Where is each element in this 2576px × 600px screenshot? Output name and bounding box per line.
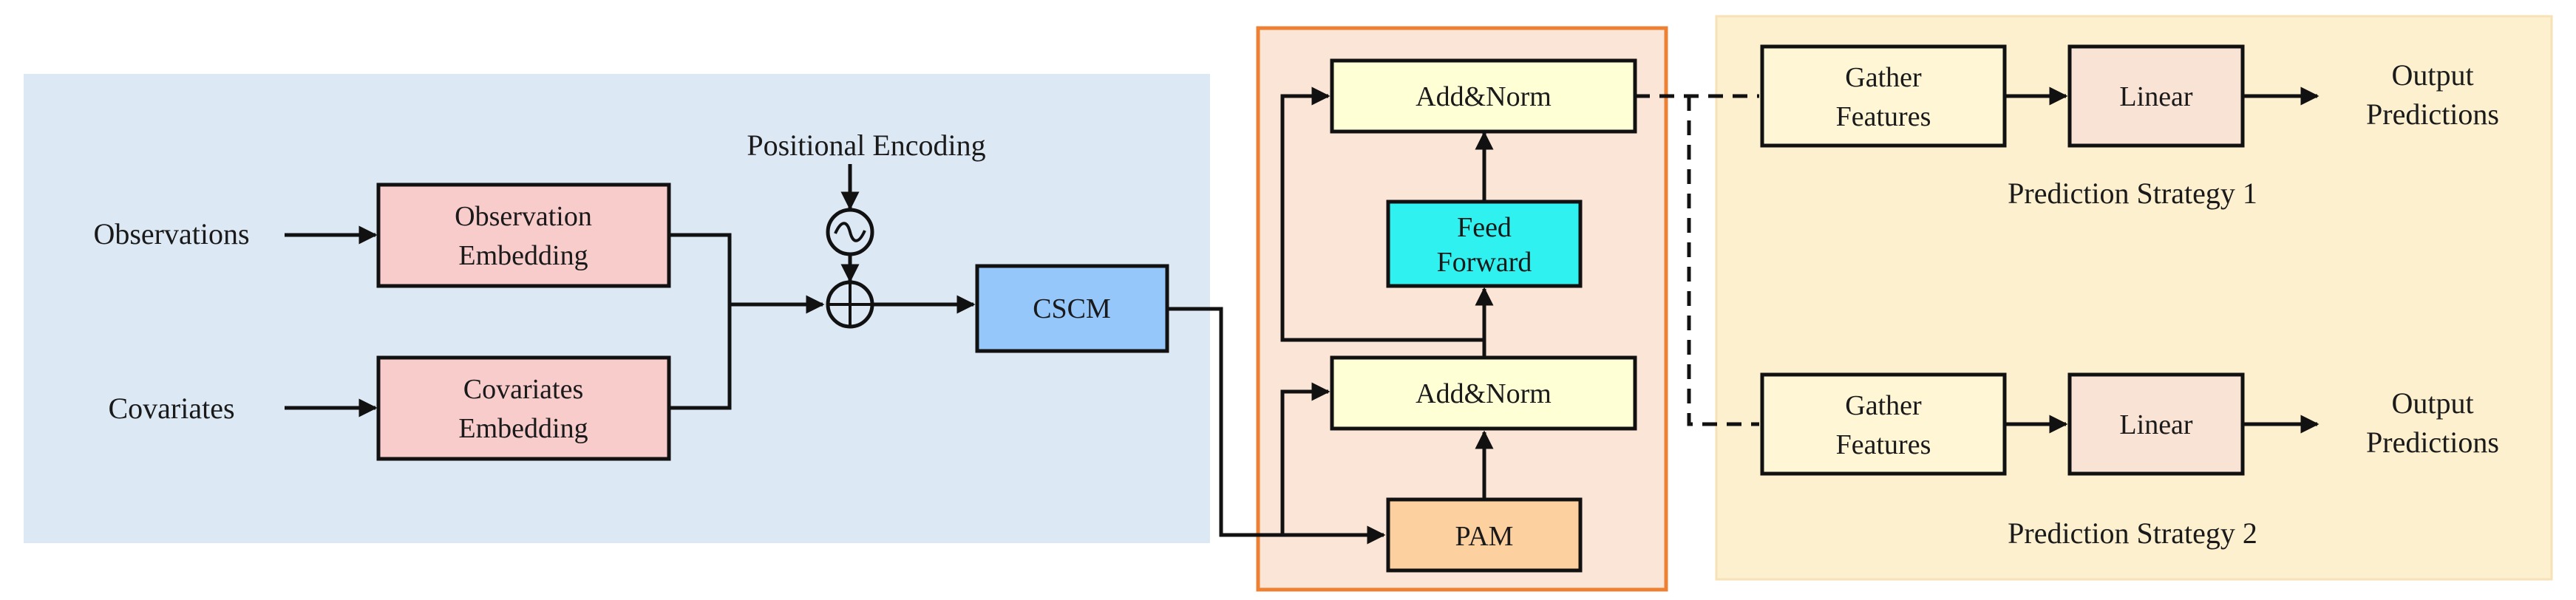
covariates-embedding-box bbox=[376, 355, 671, 461]
strategy-2-gather-line-1: Gather bbox=[1845, 390, 1922, 421]
strategy-2-output-line-1: Output bbox=[2391, 386, 2473, 420]
covariates-label: Covariates bbox=[108, 392, 234, 425]
strategy-2-gather-line-2: Features bbox=[1836, 429, 1931, 460]
strategy-2-linear-label: Linear bbox=[2119, 409, 2193, 440]
lower-addnorm-label: Add&Norm bbox=[1416, 378, 1552, 409]
strategy-1-gather-line-2: Features bbox=[1836, 101, 1931, 132]
cscm-to-pam-arrow bbox=[1167, 307, 1386, 545]
upper-addnorm-box bbox=[1330, 58, 1637, 134]
observation-merge-line bbox=[669, 233, 732, 410]
positional-encoding-label: Positional Encoding bbox=[747, 129, 985, 162]
strategy-1-output-line-2: Predictions bbox=[2366, 98, 2499, 131]
lower-addnorm-box bbox=[1330, 355, 1637, 431]
residual-to-upper-addnorm bbox=[1280, 86, 1484, 342]
sine-wave-glyph bbox=[834, 222, 866, 242]
observation-embedding-box bbox=[376, 183, 671, 288]
feed-forward-line-2: Forward bbox=[1437, 247, 1532, 278]
upper-addnorm-label: Add&Norm bbox=[1416, 81, 1552, 112]
covariates-embedding-line-1: Covariates bbox=[463, 374, 584, 405]
cscm-box bbox=[975, 264, 1169, 353]
cscm-label: CSCM bbox=[1033, 293, 1111, 324]
strategy-1-output-line-1: Output bbox=[2391, 58, 2473, 92]
strategy-2-gather-box bbox=[1760, 372, 2007, 476]
feed-forward-line-1: Feed bbox=[1457, 212, 1512, 243]
feed-forward-box bbox=[1386, 200, 1583, 288]
observation-embedding-line-1: Observation bbox=[455, 201, 592, 232]
strategy-1-linear-box bbox=[2067, 44, 2245, 148]
strategy-2-caption: Prediction Strategy 2 bbox=[2008, 517, 2257, 550]
strategy-1-caption: Prediction Strategy 1 bbox=[2008, 177, 2257, 210]
strategy-2-linear-box bbox=[2067, 372, 2245, 476]
pam-label: PAM bbox=[1455, 521, 1514, 552]
pam-box bbox=[1386, 497, 1583, 573]
residual-to-lower-addnorm bbox=[1280, 382, 1331, 535]
strategy-1-gather-line-1: Gather bbox=[1845, 62, 1922, 93]
covariates-embedding-line-2: Embedding bbox=[458, 413, 588, 444]
strategy-1-linear-label: Linear bbox=[2119, 81, 2193, 112]
dashed-to-strategy-2 bbox=[1687, 96, 1759, 426]
observation-embedding-line-2: Embedding bbox=[458, 240, 588, 271]
strategy-2-output-line-2: Predictions bbox=[2366, 426, 2499, 459]
observations-label: Observations bbox=[93, 217, 249, 250]
